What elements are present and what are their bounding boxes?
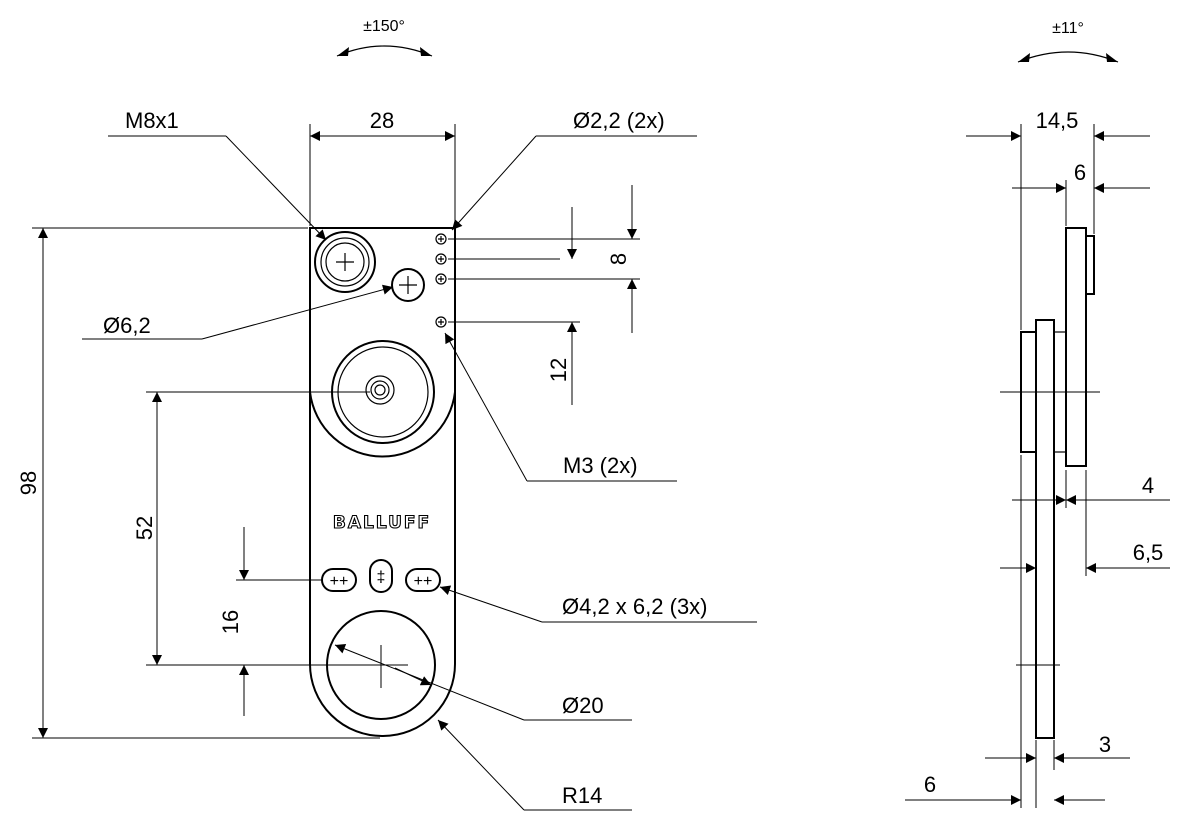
pitch-upper-label: 8: [606, 253, 631, 265]
svg-text:‡: ‡: [377, 569, 386, 586]
pin-holes-label: Ø2,2 (2x): [573, 108, 665, 133]
screw-hole: [435, 316, 447, 328]
top-offset-label: 6: [1074, 160, 1086, 185]
width-label: 28: [370, 108, 394, 133]
svg-text:++: ++: [414, 573, 433, 590]
front-view: ±150° M8x1 Ø6,2 Ø2,2 (2x) M3 (2x): [16, 18, 757, 811]
slot-right: [405, 568, 441, 592]
rotation-label-front: ±150°: [363, 18, 405, 35]
plate-outline: [309, 227, 456, 738]
radius-label: R14: [562, 783, 602, 808]
side-view: ±11° 14,5 6 4 6,5 3: [905, 20, 1170, 808]
total-thickness-label: 14,5: [1036, 108, 1079, 133]
bottom-6-label: 6: [924, 772, 936, 797]
connector-label: M8x1: [125, 108, 179, 133]
axis-distance-label: 52: [132, 516, 157, 540]
rotation-arrow-side: [1017, 51, 1119, 63]
connector-inner: [320, 237, 370, 287]
slots-label: Ø4,2 x 6,2 (3x): [562, 594, 708, 619]
svg-text:++: ++: [330, 573, 349, 590]
height-label: 98: [16, 471, 41, 495]
slot-distance-label: 16: [218, 610, 243, 634]
rotation-arrow-front: [336, 45, 433, 57]
dim-3-label: 3: [1099, 732, 1111, 757]
dim-6-5-label: 6,5: [1133, 540, 1164, 565]
connector-outer: [314, 231, 376, 293]
rotation-label-side: ±11°: [1052, 20, 1084, 37]
slot-middle: [369, 559, 393, 593]
pin-hole-2: [435, 253, 447, 265]
brand-logo: BALLUFF: [333, 513, 431, 533]
screw-holes-label: M3 (2x): [563, 453, 638, 478]
dim-4-label: 4: [1142, 473, 1154, 498]
pin-hole-3: [435, 273, 447, 285]
center-hole-label: Ø6,2: [103, 313, 151, 338]
pitch-lower-label: 12: [546, 358, 571, 382]
big-hole-label: Ø20: [562, 693, 604, 718]
pin-hole-1: [435, 233, 447, 245]
